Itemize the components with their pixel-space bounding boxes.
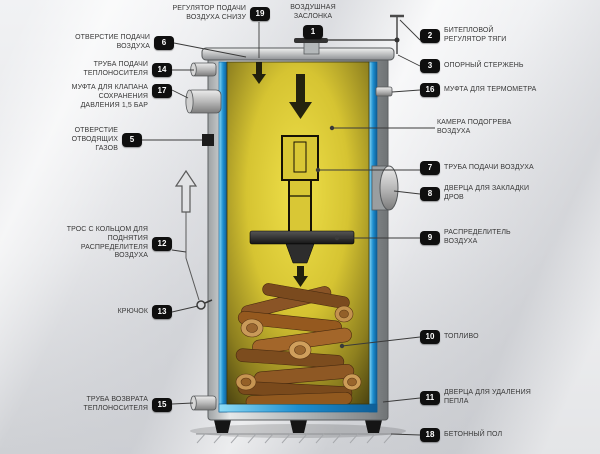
callout-flue-gas-opening: ОТВЕРСТИЕ ОТВОДЯЩИХ ГАЗОВ 5 — [50, 127, 142, 153]
callout-number-badge: 2 — [420, 28, 440, 43]
callout-number-badge: 15 — [152, 397, 172, 412]
air-flow-arrows — [252, 62, 312, 119]
callout-label: ТРОС С КОЛЬЦОМ ДЛЯ ПОДНЯТИЯ РАСПРЕДЕЛИТЕ… — [66, 226, 148, 260]
callout-number-badge: 16 — [420, 83, 440, 97]
callout-number-badge: 8 — [420, 186, 440, 201]
thermometer-coupling — [375, 86, 393, 97]
flue-gas-opening — [202, 134, 214, 146]
callout-label: ОПОРНЫЙ СТЕРЖЕНЬ — [444, 61, 524, 69]
callout-label: ТОПЛИВО — [444, 332, 479, 340]
callout-pressure-valve-coupling: МУФТА ДЛЯ КЛАПАНА СОХРАНЕНИЯ ДАВЛЕНИЯ 1,… — [64, 84, 172, 110]
callout-label: БИТЕПЛОВОЙ РЕГУЛЯТОР ТЯГИ — [444, 27, 507, 43]
callout-label: МУФТА ДЛЯ КЛАПАНА СОХРАНЕНИЯ ДАВЛЕНИЯ 1,… — [71, 84, 148, 109]
air-distributor — [249, 230, 355, 287]
callout-air-damper: ВОЗДУШНАЯ ЗАСЛОНКА 1 — [277, 4, 349, 39]
boiler-legs — [214, 420, 382, 433]
callout-thermal-draft-regulator: 2 БИТЕПЛОВОЙ РЕГУЛЯТОР ТЯГИ — [420, 27, 532, 45]
callout-label: МУФТА ДЛЯ ТЕРМОМЕТРА — [444, 85, 537, 93]
wood-loading-door — [371, 165, 399, 211]
callout-number-badge: 12 — [152, 236, 172, 251]
callout-label: ТРУБА ПОДАЧИ ВОЗДУХА — [444, 163, 534, 171]
callout-coolant-return-pipe: ТРУБА ВОЗВРАТА ТЕПЛОНОСИТЕЛЯ 15 — [64, 396, 172, 414]
coolant-return-pipe — [190, 395, 217, 411]
callout-coolant-supply-pipe: ТРУБА ПОДАЧИ ТЕПЛОНОСИТЕЛЯ 14 — [64, 61, 172, 79]
firewood-logs — [235, 283, 362, 404]
callout-number-badge: 6 — [154, 35, 174, 50]
callout-air-supply-tube: 7 ТРУБА ПОДАЧИ ВОЗДУХА — [420, 161, 538, 175]
callout-number-badge: 11 — [420, 390, 440, 405]
callout-number-badge: 7 — [420, 161, 440, 175]
callout-label: ВОЗДУШНАЯ ЗАСЛОНКА — [290, 4, 336, 20]
callout-concrete-floor: 18 БЕТОННЫЙ ПОЛ — [420, 428, 544, 442]
leader-dots — [315, 125, 345, 349]
callout-support-rod: 3 ОПОРНЫЙ СТЕРЖЕНЬ — [420, 59, 544, 73]
coolant-supply-pipe — [190, 62, 217, 77]
callout-label: РЕГУЛЯТОР ПОДАЧИ ВОЗДУХА СНИЗУ — [172, 5, 246, 21]
pressure-valve-coupling — [185, 89, 222, 114]
callout-number-badge: 5 — [122, 133, 142, 148]
callout-label: ОТВЕРСТИЕ ПОДАЧИ ВОЗДУХА — [75, 34, 150, 50]
callout-air-heating-chamber: КАМЕРА ПОДОГРЕВА ВОЗДУХА — [437, 119, 525, 137]
callout-number-badge: 18 — [420, 428, 440, 442]
callout-wood-loading-door: 8 ДВЕРЦА ДЛЯ ЗАКЛАДКИ ДРОВ — [420, 185, 538, 203]
callout-number-badge: 19 — [250, 6, 270, 21]
callout-lifting-cable: ТРОС С КОЛЬЦОМ ДЛЯ ПОДНЯТИЯ РАСПРЕДЕЛИТЕ… — [64, 226, 172, 261]
callout-label: БЕТОННЫЙ ПОЛ — [444, 430, 503, 438]
leader-lines — [142, 19, 435, 436]
air-supply-tube — [281, 135, 319, 233]
callout-air-supply-opening: ОТВЕРСТИЕ ПОДАЧИ ВОЗДУХА 6 — [70, 34, 174, 52]
callout-fuel: 10 ТОПЛИВО — [420, 330, 538, 344]
callout-number-badge: 10 — [420, 330, 440, 344]
air-damper-assembly — [294, 14, 404, 55]
callout-air-regulator-bottom: РЕГУЛЯТОР ПОДАЧИ ВОЗДУХА СНИЗУ 19 — [168, 5, 270, 23]
callout-number-badge: 1 — [303, 24, 323, 39]
callout-number-badge: 17 — [152, 84, 172, 98]
callout-hook: КРЮЧОК 13 — [64, 305, 172, 319]
boiler-lid — [201, 47, 395, 61]
callout-label: РАСПРЕДЕЛИТЕЛЬ ВОЗДУХА — [444, 229, 511, 245]
concrete-floor-hatching — [196, 433, 402, 444]
callout-label: ОТВЕРСТИЕ ОТВОДЯЩИХ ГАЗОВ — [71, 127, 118, 152]
callout-number-badge: 3 — [420, 59, 440, 73]
callout-number-badge: 13 — [152, 305, 172, 319]
callout-number-badge: 9 — [420, 230, 440, 245]
callout-label: КРЮЧОК — [117, 307, 148, 315]
lifting-cable-and-hook — [174, 169, 213, 310]
callout-label: ДВЕРЦА ДЛЯ ЗАКЛАДКИ ДРОВ — [444, 185, 530, 201]
callout-thermometer-coupling: 16 МУФТА ДЛЯ ТЕРМОМЕТРА — [420, 83, 544, 97]
callout-air-distributor: 9 РАСПРЕДЕЛИТЕЛЬ ВОЗДУХА — [420, 229, 538, 247]
callout-label: ТРУБА ВОЗВРАТА ТЕПЛОНОСИТЕЛЯ — [83, 396, 148, 412]
callout-label: ТРУБА ПОДАЧИ ТЕПЛОНОСИТЕЛЯ — [83, 61, 148, 77]
callout-ash-removal-door: 11 ДВЕРЦА ДЛЯ УДАЛЕНИЯ ПЕПЛА — [420, 389, 538, 407]
callout-number-badge: 14 — [152, 62, 172, 77]
callout-label: ДВЕРЦА ДЛЯ УДАЛЕНИЯ ПЕПЛА — [444, 389, 531, 405]
callout-label: КАМЕРА ПОДОГРЕВА ВОЗДУХА — [437, 119, 512, 135]
